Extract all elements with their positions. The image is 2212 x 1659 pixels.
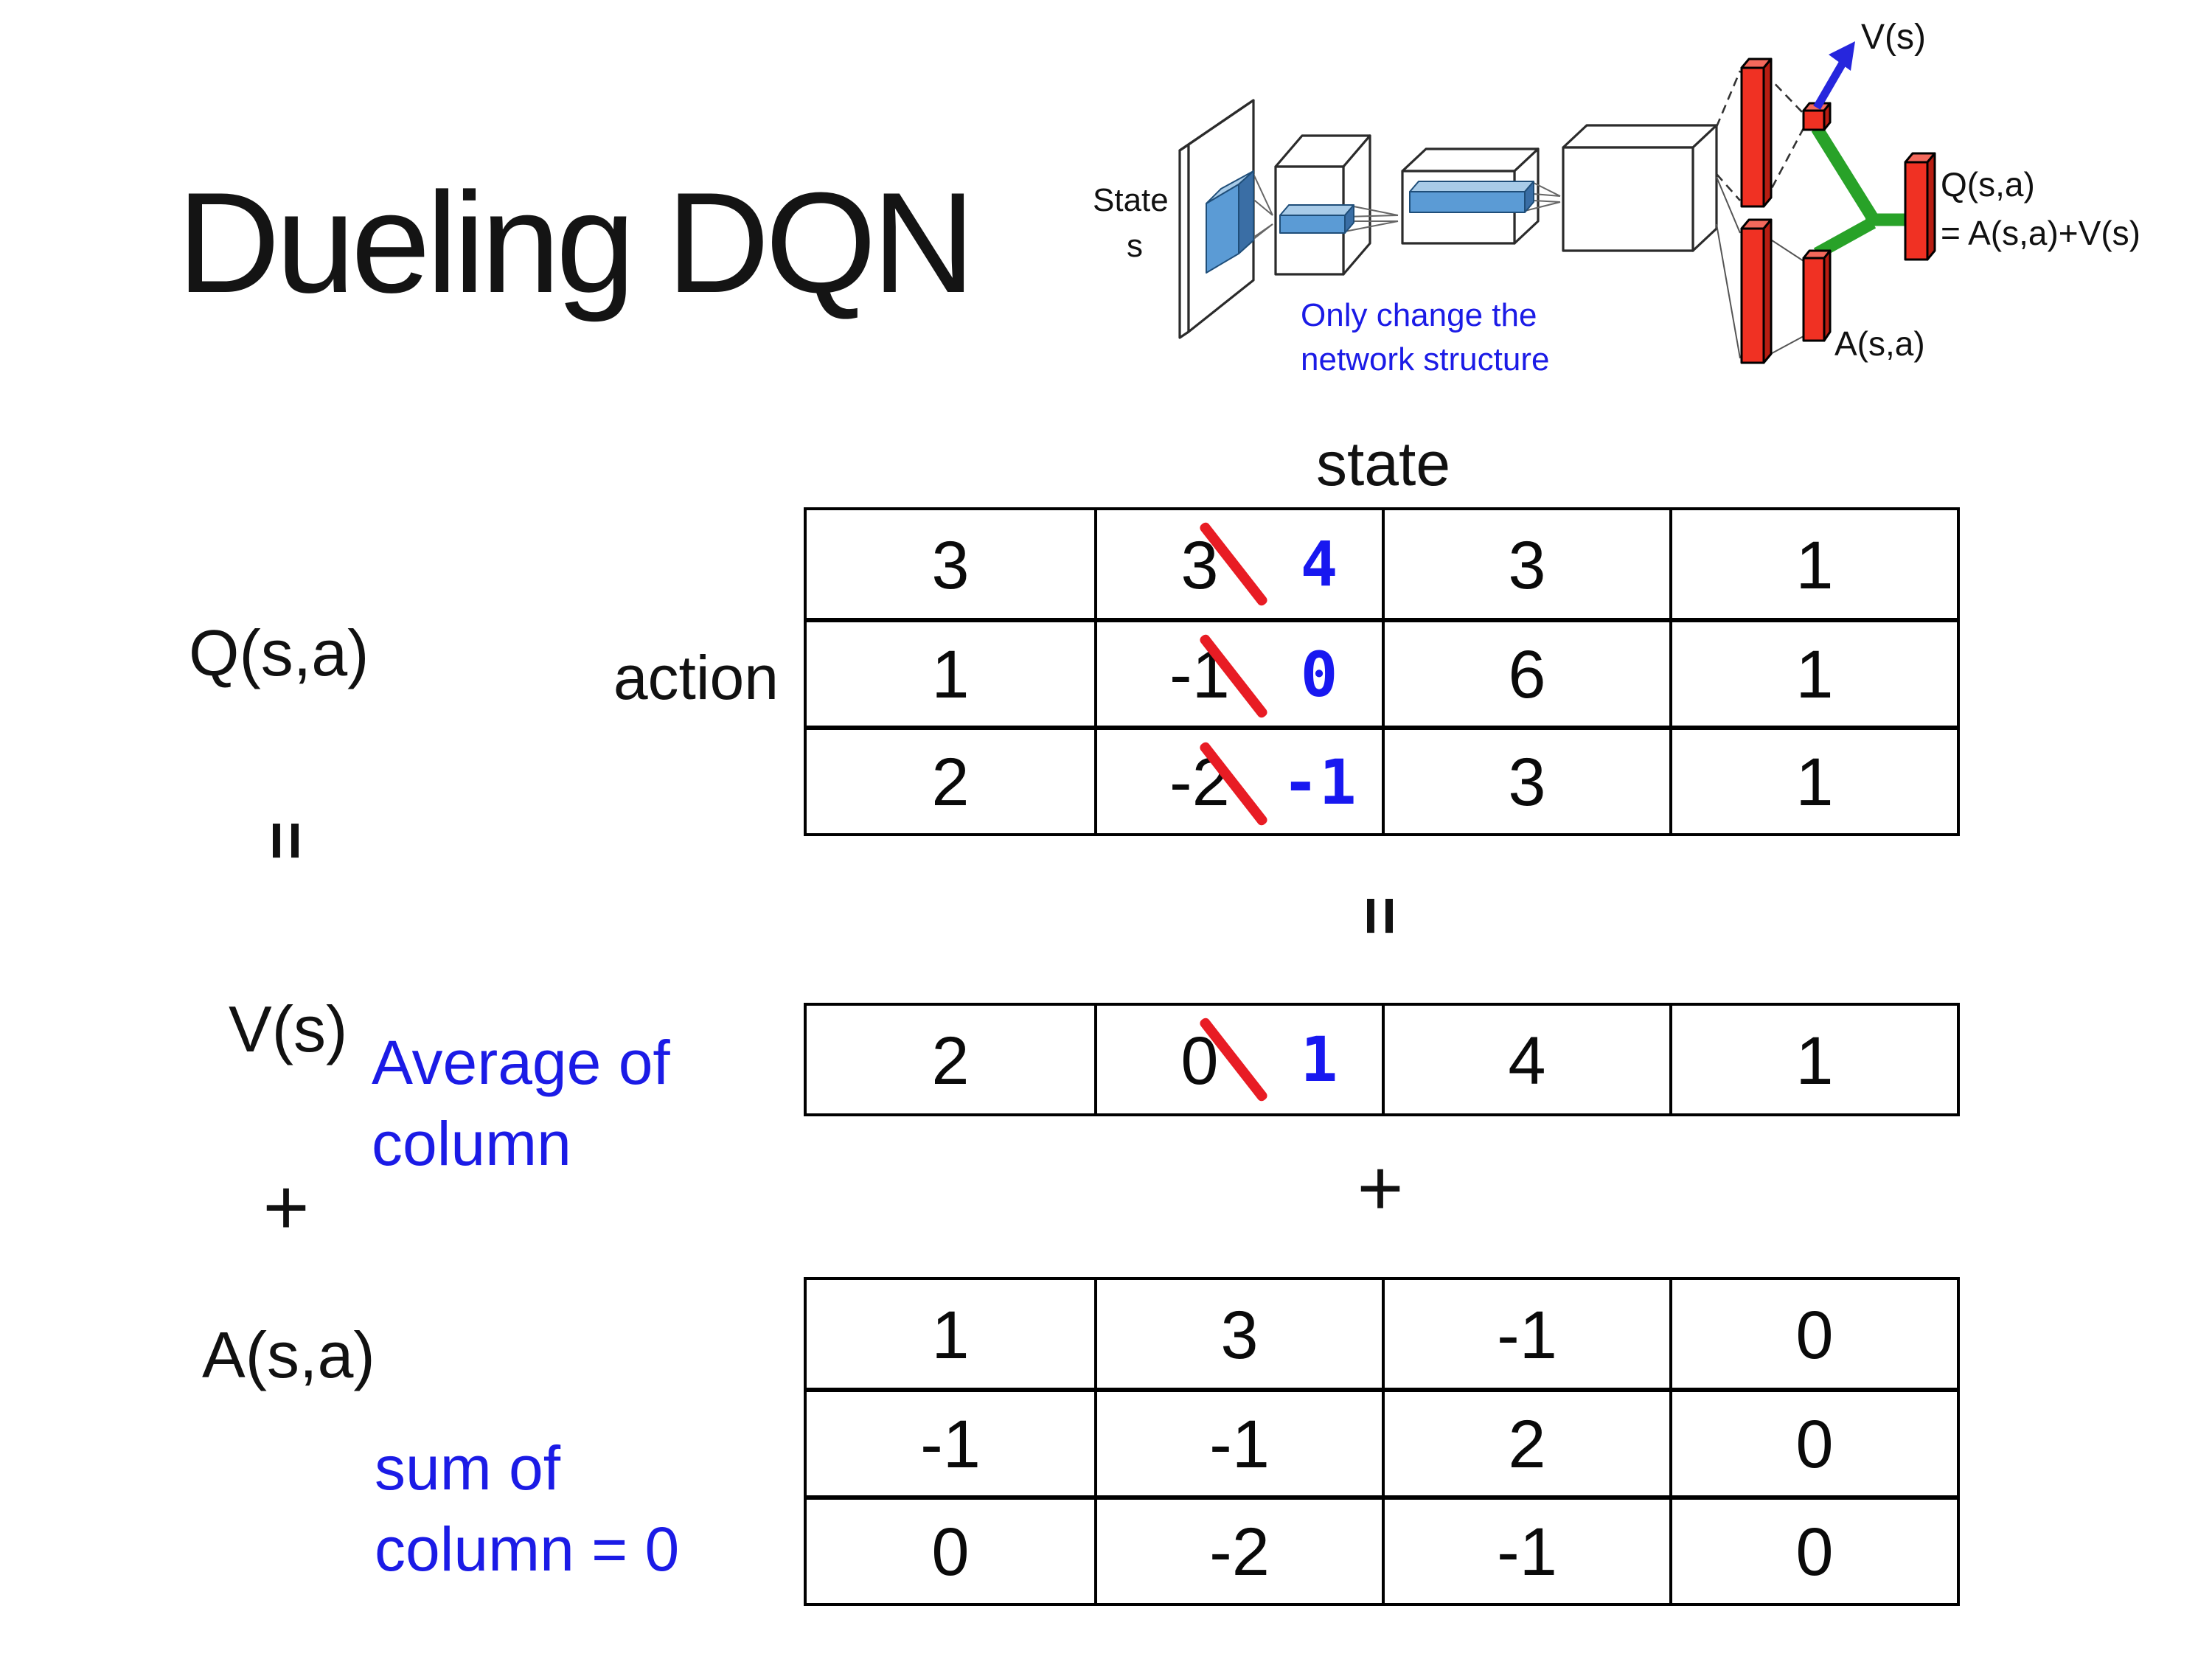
equals-center-rotated: = [1342,896,1419,936]
v-note: Average of column [372,1022,670,1184]
v-cell-c0: 2 [931,1021,970,1098]
diagram-state-label-line2: s [1127,228,1143,264]
q-cell-r1c0: 1 [807,618,1094,726]
a-cell-r2c0: 0 [807,1495,1094,1603]
a-cell-r2c1: -2 [1094,1495,1382,1603]
a-note-line1: sum of [375,1433,561,1503]
state-axis-label: state [1315,429,1451,498]
feature-bar-1-icon [1279,204,1354,234]
a-cell-r0c0: 1 [931,1295,970,1372]
a-note: sum of column = 0 [375,1427,679,1590]
q-cell-r1c2: 6 [1382,618,1669,726]
plus-left: + [262,1164,310,1252]
feature-bar-2-icon [1409,181,1534,213]
network-diagram: State s V(s) Q(s,a) = A(s,a)+V(s) A(s,a)… [1093,18,2140,378]
a-cell-r1c0: -1 [807,1388,1094,1495]
diagram-q-label-line2: = A(s,a)+V(s) [1941,214,2140,252]
fc-bar-v-hidden [1740,58,1773,208]
merge-connector [1811,125,1908,260]
a-cell-r1c1: -1 [1094,1388,1382,1495]
slide-title: Dueling DQN [177,162,975,323]
v-note-line1: Average of [372,1028,670,1097]
q-cell-r1c1: -1 0 [1094,618,1382,726]
q-cell-r0c1: 3 4 [1094,510,1382,618]
q-new-value: -1 [1281,745,1357,818]
a-matrix-label: A(s,a) [202,1320,375,1392]
v-table: 2 0 1 4 1 [804,1003,1960,1116]
action-axis-label: action [613,643,779,712]
v-new-value: 1 [1300,1023,1338,1096]
fc-bar-q-output [1904,152,1936,261]
diagram-a-label: A(s,a) [1834,324,1925,363]
v-matrix-label: V(s) [229,994,348,1066]
q-cell-r0c3: 1 [1669,510,1957,618]
conv-box-3 [1562,124,1718,252]
q-cell-r2c2: 3 [1382,726,1669,833]
v-cell-c1: 0 1 [1094,1006,1382,1113]
a-cell-r0c1: 3 [1094,1280,1382,1388]
a-cell-r1c2: 2 [1382,1388,1669,1495]
v-arrow-icon [1813,41,1855,110]
diagram-v-label: V(s) [1861,18,1926,57]
q-old-value: -1 [1169,636,1230,712]
diagram-state-label-line1: State [1093,182,1169,218]
q-cell-r2c3: 1 [1669,726,1957,833]
a-note-line2: column = 0 [375,1514,680,1584]
q-matrix-label: Q(s,a) [189,618,369,690]
diagram-q-label-line1: Q(s,a) [1941,165,2035,204]
q-cell-r2c0: 2 [807,726,1094,833]
conv-filter-icon [1206,170,1254,274]
q-cell-r0c0: 3 [931,526,970,602]
a-cell-r2c3: 0 [1669,1495,1957,1603]
fc-bar-a-hidden [1740,218,1773,364]
q-cell-r2c1: -2 -1 [1094,726,1382,833]
a-table: 1 3 -1 0 -1 -1 2 0 0 -2 -1 0 [804,1277,1960,1606]
q-new-value: 4 [1300,528,1338,600]
v-note-line2: column [372,1109,571,1178]
a-cell-r1c3: 0 [1669,1388,1957,1495]
diagram-note-line1: Only change the [1301,297,1537,333]
q-old-value: -2 [1169,743,1230,820]
diagram-note-line2: network structure [1301,341,1549,378]
equals-left-rotated: = [248,821,324,860]
q-table: 3 3 4 3 1 1 -1 0 6 1 2 -2 -1 3 1 [804,507,1960,836]
fc-bar-a-output [1802,249,1832,342]
a-cell-r2c2: -1 [1382,1495,1669,1603]
plus-center: + [1357,1144,1404,1233]
a-cell-r0c3: 0 [1669,1280,1957,1388]
q-cell-r0c2: 3 [1382,510,1669,618]
v-cell-c3: 1 [1669,1006,1957,1113]
v-stream-dashed-lines [1715,70,1805,201]
q-cell-r1c3: 1 [1669,618,1957,726]
v-cell-c2: 4 [1382,1006,1669,1113]
q-new-value: 0 [1300,638,1338,710]
a-cell-r0c2: -1 [1382,1280,1669,1388]
